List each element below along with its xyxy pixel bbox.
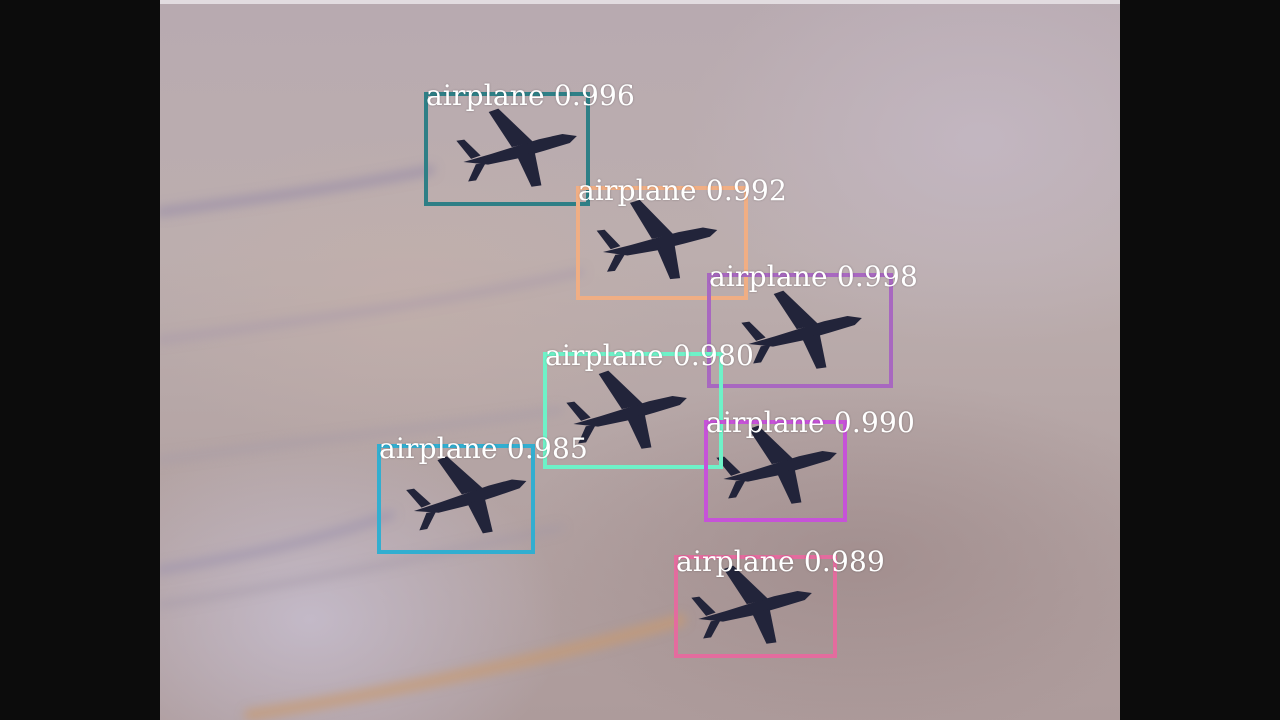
- detection-box-1: [424, 92, 590, 206]
- smoke-trail: [160, 524, 564, 609]
- detection-label-6: airplane 0.985: [379, 432, 589, 465]
- smoke-trail: [160, 510, 395, 575]
- detection-box-3: [707, 273, 893, 388]
- smoke-trail: [160, 268, 584, 344]
- detection-label-5: airplane 0.990: [706, 406, 916, 439]
- smoke-trail: [160, 165, 435, 217]
- detection-box-4: [543, 352, 723, 469]
- detection-label-7: airplane 0.989: [676, 545, 886, 578]
- detection-box-6: [377, 444, 535, 554]
- sky-scene: [160, 98, 869, 720]
- detection-label-4: airplane 0.980: [545, 339, 755, 372]
- smoke-trail: [244, 614, 686, 720]
- detection-label-1: airplane 0.996: [426, 79, 636, 112]
- detection-box-5: [704, 420, 847, 522]
- detection-box-2: [576, 186, 748, 300]
- detection-label-3: airplane 0.998: [709, 260, 919, 293]
- smoke-trail: [160, 406, 564, 464]
- detection-box-7: [674, 555, 837, 658]
- detection-label-2: airplane 0.992: [578, 174, 788, 207]
- video-frame: airplane 0.996 airplane 0.992 airplane 0…: [160, 0, 1120, 720]
